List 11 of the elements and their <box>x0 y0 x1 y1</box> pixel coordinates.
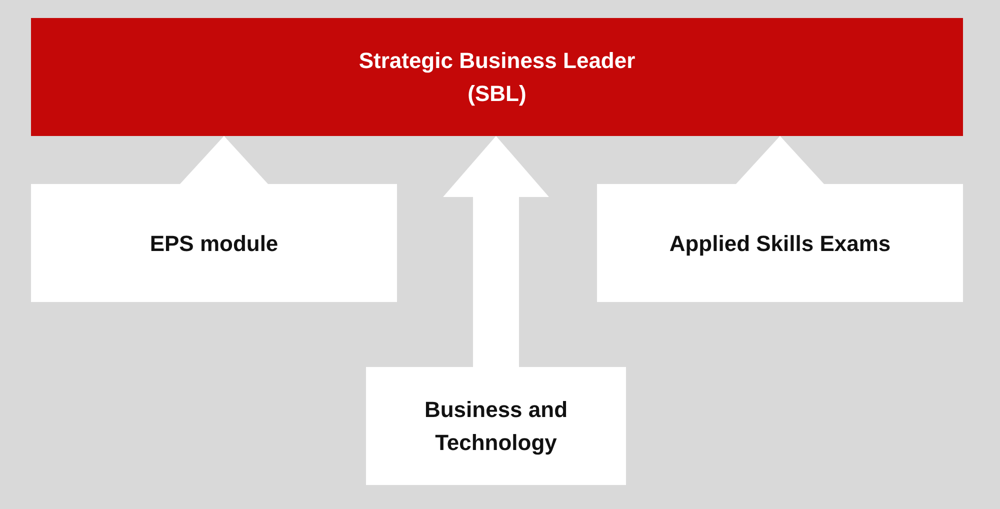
node-label: EPS module <box>150 230 278 258</box>
arrow <box>736 136 824 184</box>
process-box <box>597 184 963 302</box>
title-banner <box>31 18 963 136</box>
arrow <box>180 136 268 184</box>
process-box <box>366 367 626 485</box>
process-box <box>31 184 397 302</box>
node-label: Applied Skills Exams <box>669 230 891 258</box>
node-label: Business and Technology <box>423 396 569 457</box>
arrow <box>443 136 549 367</box>
title-text: Strategic Business Leader (SBL) <box>358 47 636 108</box>
